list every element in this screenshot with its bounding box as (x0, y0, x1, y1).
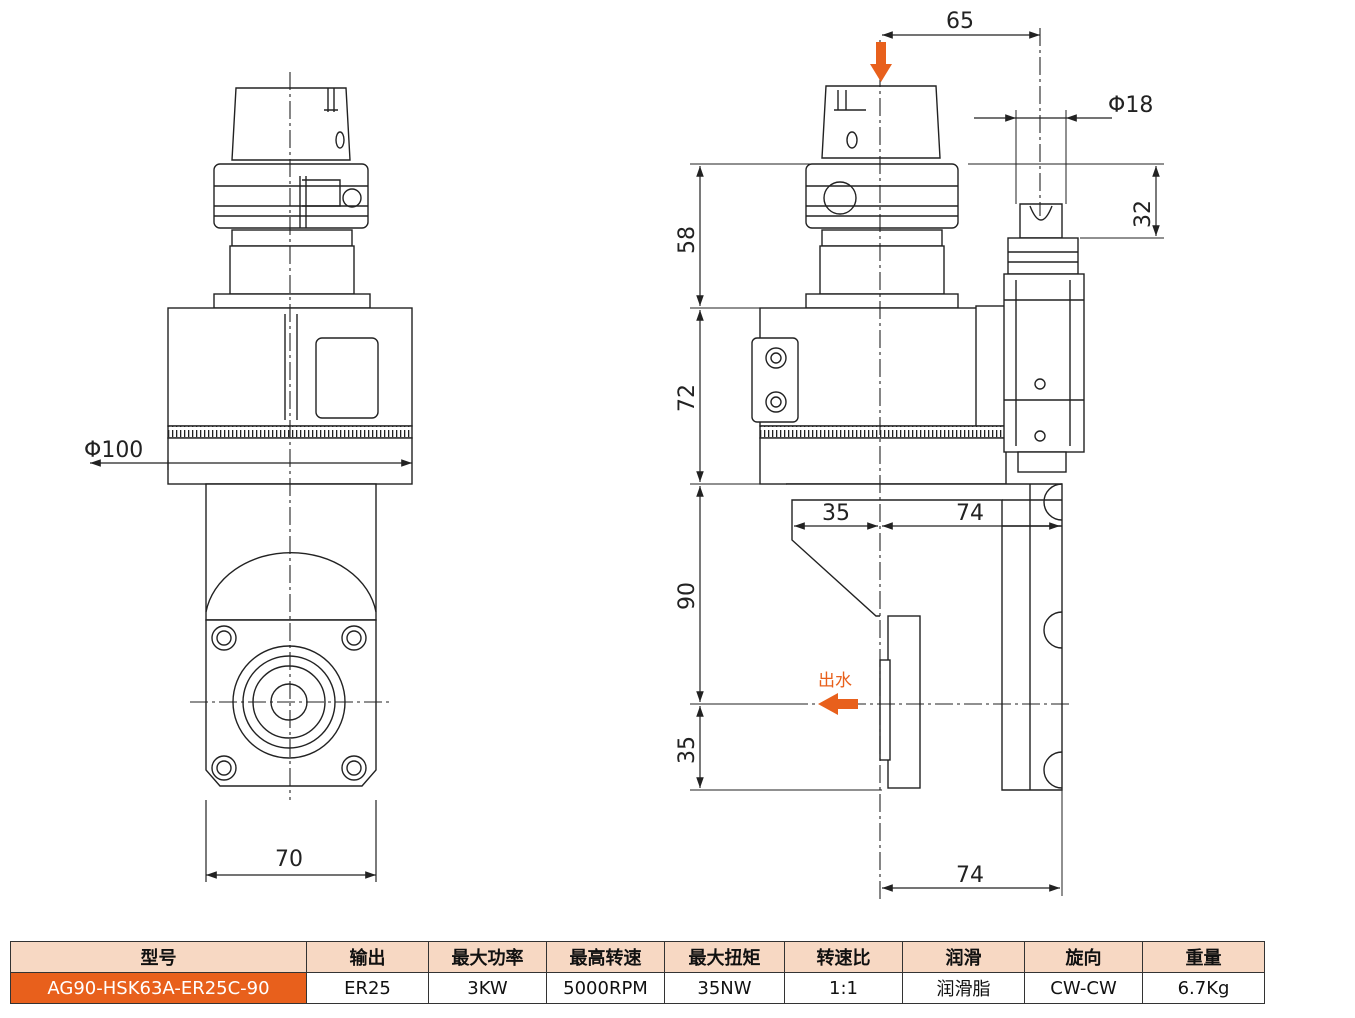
output-plate (887, 615, 921, 789)
coolant-block (751, 337, 799, 423)
right-taper (821, 85, 941, 159)
right-arm (786, 483, 1063, 791)
left-diameter-label: Φ100 (84, 438, 143, 463)
value-weight: 6.7Kg (1142, 972, 1265, 1004)
value-max-power: 3KW (428, 972, 547, 1004)
coolant-outlet-label: 出水 (818, 671, 852, 691)
right-housing (759, 307, 1013, 427)
left-window (315, 337, 379, 419)
left-width-label: 70 (275, 847, 303, 872)
right-flange (805, 163, 959, 229)
output-diameter-label: Φ18 (1108, 93, 1153, 118)
output-height-label: 32 (1131, 200, 1156, 228)
height-72-label: 72 (675, 384, 700, 412)
height-58-label: 58 (675, 226, 700, 254)
coolant-inlet-arrow (870, 42, 892, 82)
right-view (751, 85, 1085, 791)
arm-offset-label: 35 (822, 501, 850, 526)
left-flange (213, 163, 369, 229)
value-max-torque: 35NW (664, 972, 785, 1004)
value-rotation: CW-CW (1024, 972, 1143, 1004)
header-weight: 重量 (1142, 941, 1265, 973)
header-max-speed: 最高转速 (546, 941, 665, 973)
left-neck (231, 229, 353, 247)
header-lubrication: 润滑 (902, 941, 1025, 973)
value-output: ER25 (306, 972, 429, 1004)
value-lubrication: 润滑脂 (902, 972, 1025, 1004)
spec-value-row: AG90-HSK63A-ER25C-90 ER25 3KW 5000RPM 35… (10, 972, 1265, 1004)
coolant-outlet-arrow (818, 693, 858, 715)
left-bottom-flange (205, 619, 377, 787)
header-max-torque: 最大扭矩 (664, 941, 785, 973)
header-model: 型号 (10, 941, 307, 973)
value-ratio: 1:1 (784, 972, 903, 1004)
bottom-width-label: 74 (956, 863, 984, 888)
height-35-label: 35 (675, 736, 700, 764)
value-model: AG90-HSK63A-ER25C-90 (10, 972, 307, 1004)
arm-width-label: 74 (956, 501, 984, 526)
right-dial (759, 425, 1013, 439)
output-collet (1019, 203, 1063, 239)
left-taper (231, 87, 351, 161)
spec-table: 型号 输出 最大功率 最高转速 最大扭矩 转速比 润滑 旋向 重量 AG90-H… (10, 941, 1265, 1004)
technical-drawing: Φ100 70 (84, 9, 1164, 900)
value-max-speed: 5000RPM (546, 972, 665, 1004)
height-90-label: 90 (675, 582, 700, 610)
header-rotation: 旋向 (1024, 941, 1143, 973)
header-max-power: 最大功率 (428, 941, 547, 973)
header-output: 输出 (306, 941, 429, 973)
header-ratio: 转速比 (784, 941, 903, 973)
offset-65-label: 65 (946, 9, 974, 34)
spec-header-row: 型号 输出 最大功率 最高转速 最大扭矩 转速比 润滑 旋向 重量 (10, 941, 1265, 973)
